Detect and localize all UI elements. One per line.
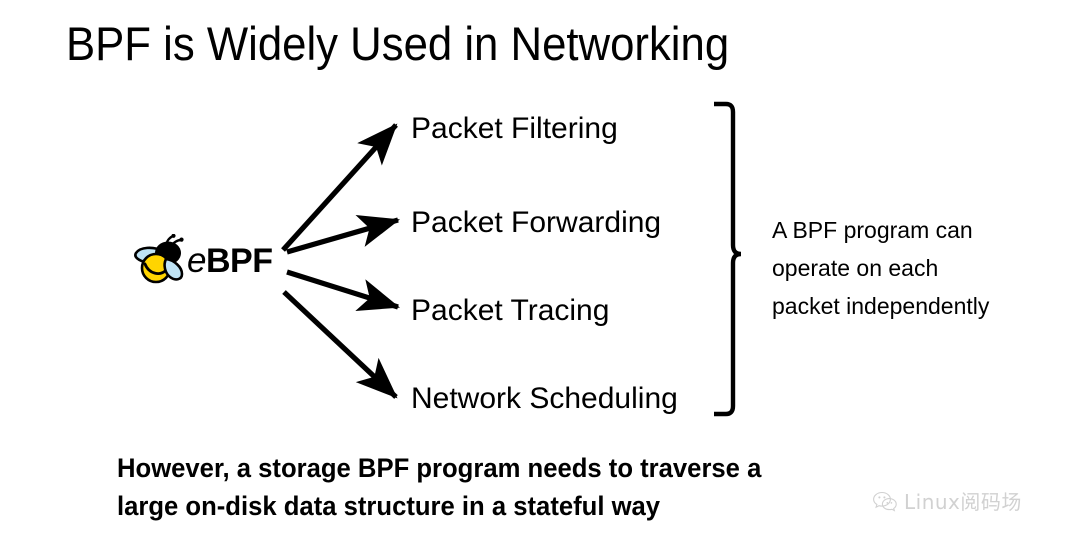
grouping-brace bbox=[714, 101, 742, 417]
bottom-statement-line-1: However, a storage BPF program needs to … bbox=[117, 453, 762, 483]
bottom-statement: However, a storage BPF program needs to … bbox=[117, 449, 761, 525]
bottom-statement-line-2: large on-disk data structure in a statef… bbox=[117, 491, 661, 521]
arrow-packet-forwarding bbox=[286, 214, 400, 255]
page-title: BPF is Widely Used in Networking bbox=[66, 17, 730, 70]
branch-label-packet-forwarding: Packet Forwarding bbox=[411, 206, 662, 239]
ebpf-wordmark: eBPF bbox=[187, 240, 273, 280]
watermark: Linux阅码场 bbox=[872, 486, 1022, 515]
side-annotation-line-2: operate on each bbox=[772, 255, 939, 281]
wechat-icon bbox=[873, 491, 897, 512]
arrow-network-scheduling bbox=[282, 290, 398, 399]
branch-label-network-scheduling: Network Scheduling bbox=[411, 382, 678, 415]
branch-label-packet-filtering: Packet Filtering bbox=[411, 112, 618, 145]
side-annotation-line-3: packet independently bbox=[772, 293, 990, 319]
branch-label-packet-tracing: Packet Tracing bbox=[411, 294, 610, 327]
watermark-text: Linux阅码场 bbox=[904, 490, 1022, 514]
bee-icon bbox=[134, 234, 184, 284]
side-annotation: A BPF program can operate on each packet… bbox=[772, 211, 1042, 325]
arrow-packet-filtering bbox=[281, 123, 398, 252]
ebpf-logo: eBPF bbox=[133, 230, 293, 290]
side-annotation-line-1: A BPF program can bbox=[772, 217, 973, 243]
ebpf-bpf-text: BPF bbox=[205, 241, 273, 280]
arrow-packet-tracing bbox=[286, 269, 400, 311]
ebpf-prefix: e bbox=[187, 240, 206, 280]
